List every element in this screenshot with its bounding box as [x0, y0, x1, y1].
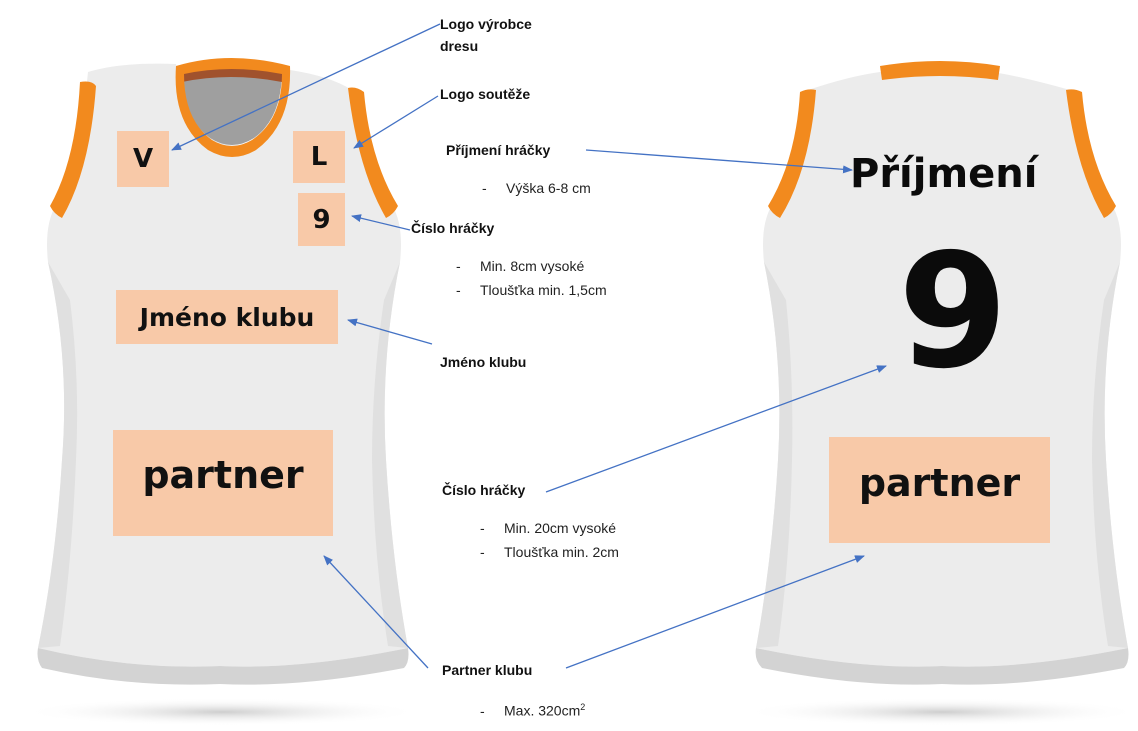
front-number-box: 9 — [298, 193, 345, 246]
front-club-name-box: Jméno klubu — [116, 290, 338, 344]
bullet-text: Tloušťka min. 2cm — [504, 544, 619, 560]
bullet-text: Tloušťka min. 1,5cm — [480, 282, 607, 298]
annotation-arrows — [171, 23, 887, 669]
bullet-superscript: 2 — [580, 702, 586, 712]
label-logo-maker-line2: dresu — [440, 38, 479, 54]
bullet-dash: - — [456, 282, 461, 298]
back-armhole-trim-right — [1066, 89, 1116, 218]
arrow-back-number — [545, 365, 887, 493]
label-surname: Příjmení hráčky — [446, 142, 551, 158]
bullet-front-number-thickness: - Tloušťka min. 1,5cm — [456, 280, 607, 300]
bullet-dash: - — [480, 544, 485, 560]
arrow-logo-maker — [171, 23, 441, 151]
front-collar-trim — [175, 58, 291, 157]
arrow-partner-back — [565, 555, 865, 669]
arrow-surname — [585, 149, 853, 174]
back-number: 9 — [898, 220, 1008, 404]
bullet-back-number-thickness: - Tloušťka min. 2cm — [480, 542, 619, 562]
bullet-dash: - — [456, 258, 461, 274]
bullet-text: Max. 320cm — [504, 702, 581, 719]
front-floor-shadow — [22, 698, 422, 726]
back-collar-trim — [880, 61, 1000, 80]
label-logo-competition: Logo soutěže — [440, 86, 531, 102]
bullet-back-number-height: - Min. 20cm vysoké — [480, 518, 616, 538]
back-surname: Příjmení — [850, 151, 1038, 197]
arrow-partner-front — [323, 555, 429, 669]
label-logo-maker-line1: Logo výrobce — [440, 16, 532, 32]
bullet-text: Min. 20cm vysoké — [504, 520, 617, 536]
label-back-number: Číslo hráčky — [442, 482, 526, 498]
bullet-text: Min. 8cm vysoké — [480, 258, 585, 274]
back-hem-shadow — [755, 648, 1129, 685]
label-partner: Partner klubu — [442, 662, 533, 678]
front-side-shade-right — [372, 262, 408, 648]
label-club-name: Jméno klubu — [440, 354, 527, 370]
back-side-shade-left — [756, 262, 793, 648]
bullet-text: Výška 6-8 cm — [506, 180, 591, 196]
front-logo-maker-box: V — [117, 131, 169, 187]
front-armhole-trim-right — [348, 87, 398, 218]
front-armhole-trim-left — [50, 81, 96, 218]
bullet-front-number-height: - Min. 8cm vysoké — [456, 256, 584, 276]
front-collar-inside — [182, 64, 282, 145]
front-side-shade-left — [38, 262, 78, 648]
label-front-number: Číslo hráčky — [411, 220, 495, 236]
arrow-club-name — [347, 318, 433, 345]
bullet-dash: - — [482, 180, 487, 196]
front-logo-competition-box: L — [293, 131, 345, 183]
back-side-shade-right — [1092, 262, 1128, 648]
back-partner-box: partner — [829, 437, 1050, 543]
front-partner-box: partner — [113, 430, 333, 536]
back-floor-shadow — [742, 698, 1138, 726]
arrow-logo-competition — [353, 95, 439, 149]
back-armhole-trim-left — [768, 89, 816, 218]
bullet-dash: - — [480, 702, 485, 719]
bullet-dash: - — [480, 520, 485, 536]
front-hem-shadow — [37, 648, 409, 685]
bullet-surname-height: - Výška 6-8 cm — [482, 178, 591, 198]
front-jersey — [37, 58, 409, 685]
arrow-front-number — [351, 214, 411, 231]
bullet-partner-area: - Max. 320cm2 — [480, 697, 585, 721]
